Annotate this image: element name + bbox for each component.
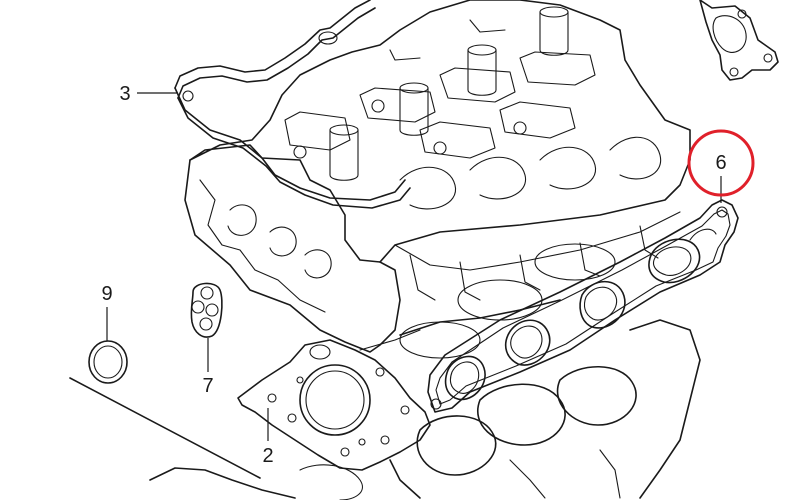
o-ring: [88, 340, 128, 384]
valve-cover-gasket: [174, 0, 411, 209]
callout-label-3: 3: [119, 83, 130, 105]
callout-labels: 3 6 9 7 2: [101, 83, 726, 467]
callout-label-6: 6: [715, 152, 726, 174]
highlight-circle: [687, 129, 755, 197]
exhaust-flange-gasket-top: [699, 0, 779, 81]
engine-block: [69, 243, 701, 500]
cylinder-head: [184, 0, 691, 353]
callout-label-2: 2: [262, 445, 273, 467]
callout-label-9: 9: [101, 283, 112, 305]
callout-label-7: 7: [202, 375, 213, 397]
cylinder-head-gasket: [237, 329, 431, 471]
exhaust-manifold-gasket: [427, 199, 739, 413]
small-port-gasket: [190, 282, 223, 338]
leader-lines: [106, 92, 722, 441]
